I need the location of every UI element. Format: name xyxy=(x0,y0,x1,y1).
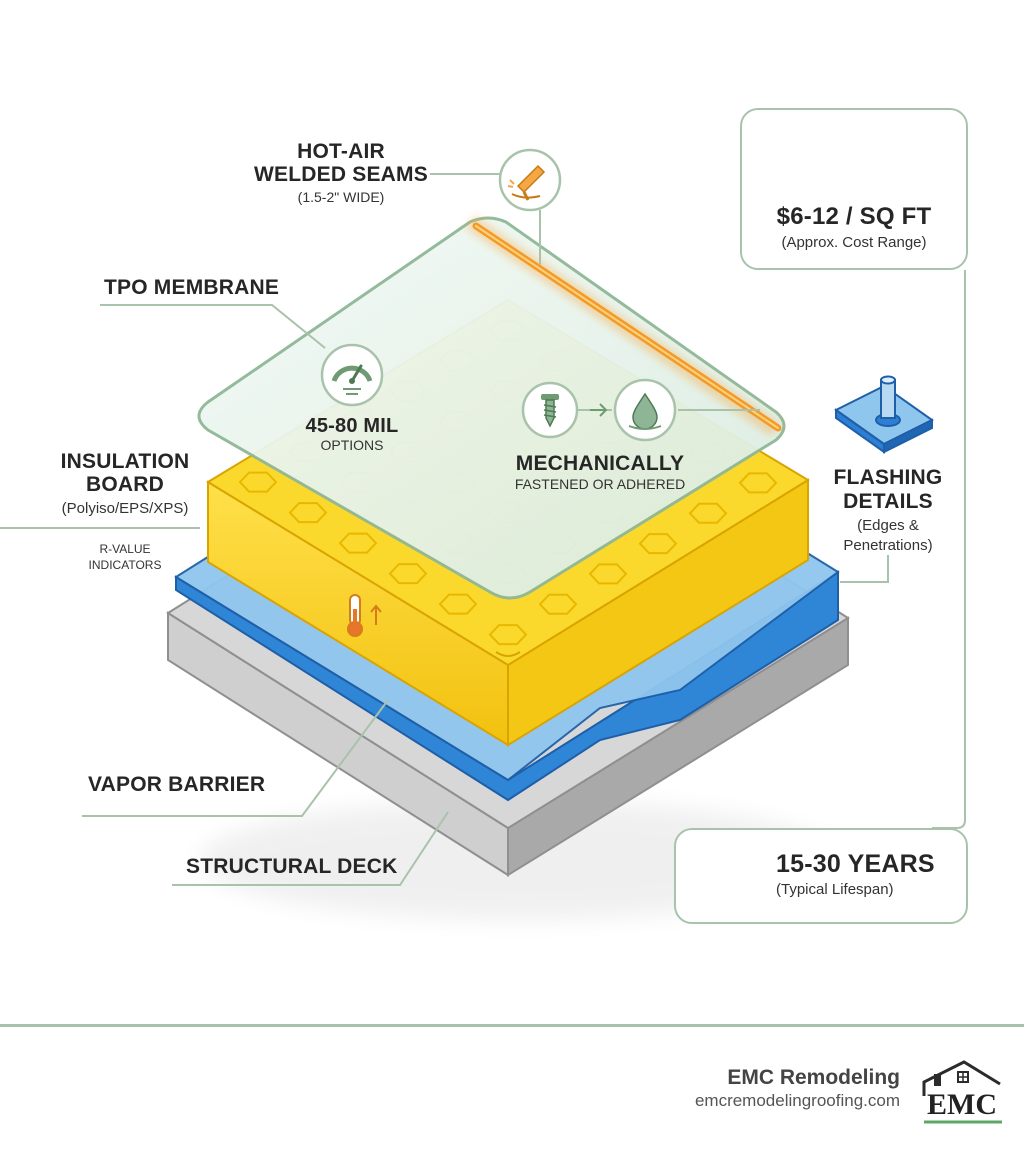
insulation-cell xyxy=(338,532,378,554)
house-logo-icon xyxy=(922,1060,1002,1124)
arrow-icon xyxy=(590,403,608,417)
tpo-membrane-label: TPO MEMBRANE xyxy=(104,276,280,299)
insulation-subtitle: (Polyiso/EPS/XPS) xyxy=(61,500,189,517)
insulation-cell xyxy=(488,624,528,646)
flashing-title-1: FLASHING xyxy=(833,466,943,489)
lifespan-card xyxy=(674,828,968,924)
rvalue-label-2: INDICATORS xyxy=(88,558,162,572)
insulation-cell xyxy=(538,593,578,615)
vapor-barrier-label: VAPOR BARRIER xyxy=(88,773,266,796)
mil-subtitle: OPTIONS xyxy=(320,437,384,453)
insulation-cell xyxy=(638,533,678,555)
gauge-icon xyxy=(320,343,384,407)
lifespan-subtitle: (Typical Lifespan) xyxy=(776,881,894,898)
cost-title: $6-12 / SQ FT xyxy=(776,203,932,230)
cost-subtitle: (Approx. Cost Range) xyxy=(781,234,927,251)
adhesive-drop-icon xyxy=(613,378,677,442)
welding-gun-icon xyxy=(498,148,562,212)
flashing-title-2: DETAILS xyxy=(843,490,933,513)
mech-title: MECHANICALLY xyxy=(515,452,685,475)
insulation-title-2: BOARD xyxy=(86,473,164,496)
seams-title-2: WELDED SEAMS xyxy=(254,163,428,186)
company-name: EMC Remodeling xyxy=(727,1066,900,1089)
structural-deck-label: STRUCTURAL DECK xyxy=(186,855,398,878)
insulation-cell xyxy=(588,563,628,585)
insulation-cell xyxy=(288,502,328,524)
insulation-cell xyxy=(438,593,478,615)
flashing-icon xyxy=(834,375,934,454)
insulation-cell xyxy=(388,563,428,585)
screw-icon xyxy=(521,381,579,439)
mil-title: 45-80 MIL xyxy=(305,415,399,437)
insulation-title-1: INSULATION xyxy=(60,450,190,473)
insulation-cell xyxy=(238,471,278,493)
company-website[interactable]: emcremodelingroofing.com xyxy=(694,1091,900,1110)
footer-brand: EMC Remodeling emcremodelingroofing.com xyxy=(695,1066,900,1112)
leader-lines xyxy=(0,173,966,886)
logo-text: EMC xyxy=(927,1088,997,1121)
mech-subtitle: FASTENED OR ADHERED xyxy=(514,476,686,492)
thermometer-icon xyxy=(347,594,382,637)
insulation-cell xyxy=(738,472,778,494)
insulation-cell xyxy=(688,502,728,524)
seams-subtitle: (1.5-2" WIDE) xyxy=(297,189,385,205)
cost-card xyxy=(740,108,968,270)
footer-divider xyxy=(0,1024,1024,1027)
flashing-subtitle-1: (Edges & xyxy=(857,517,919,534)
flashing-subtitle-2: Penetrations) xyxy=(843,537,933,554)
lifespan-title: 15-30 YEARS xyxy=(776,850,935,878)
seams-title-1: HOT-AIR xyxy=(297,140,385,163)
rvalue-label-1: R-VALUE xyxy=(99,542,151,556)
